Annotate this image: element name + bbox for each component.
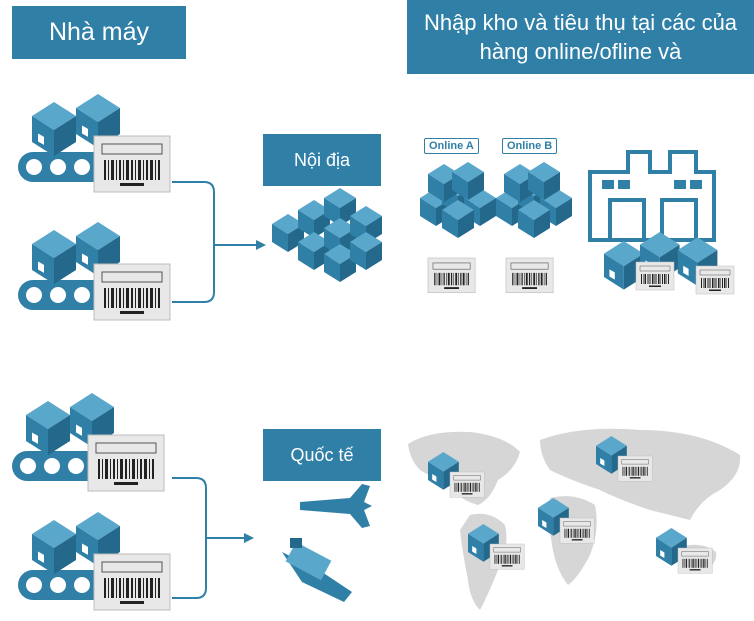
domestic-label: Nội địa [263,134,381,186]
warehouse-icon [588,150,716,242]
international-label-text: Quốc tế [290,444,354,465]
online-b-tag: Online B [502,138,558,154]
online-b-stack [496,162,572,238]
factory-unit-3 [12,393,164,491]
online-b-tag-text: Online B [507,140,553,152]
map-marker-au [656,528,712,573]
online-b-barcode [505,257,554,294]
factory-header: Nhà máy [12,6,186,59]
factory-unit-1 [18,94,170,192]
domestic-parcels-icon [272,188,382,282]
international-label: Quốc tế [263,429,381,481]
factory-unit-4 [18,512,170,610]
airplane-icon [300,484,372,528]
online-a-tag: Online A [424,138,479,154]
online-a-stack [420,162,496,238]
factory-unit-2 [18,222,170,320]
factory-header-text: Nhà máy [48,18,150,46]
ship-icon [282,538,352,602]
connector-domestic [172,181,215,303]
connector-international [172,477,207,599]
stores-header: Nhập kho và tiêu thụ tại các của hàng on… [407,0,754,74]
online-a-barcode [427,257,476,294]
stores-header-text: Nhập kho và tiêu thụ tại các của hàng on… [423,10,738,64]
online-a-tag-text: Online A [429,140,474,152]
domestic-label-text: Nội địa [293,149,351,170]
